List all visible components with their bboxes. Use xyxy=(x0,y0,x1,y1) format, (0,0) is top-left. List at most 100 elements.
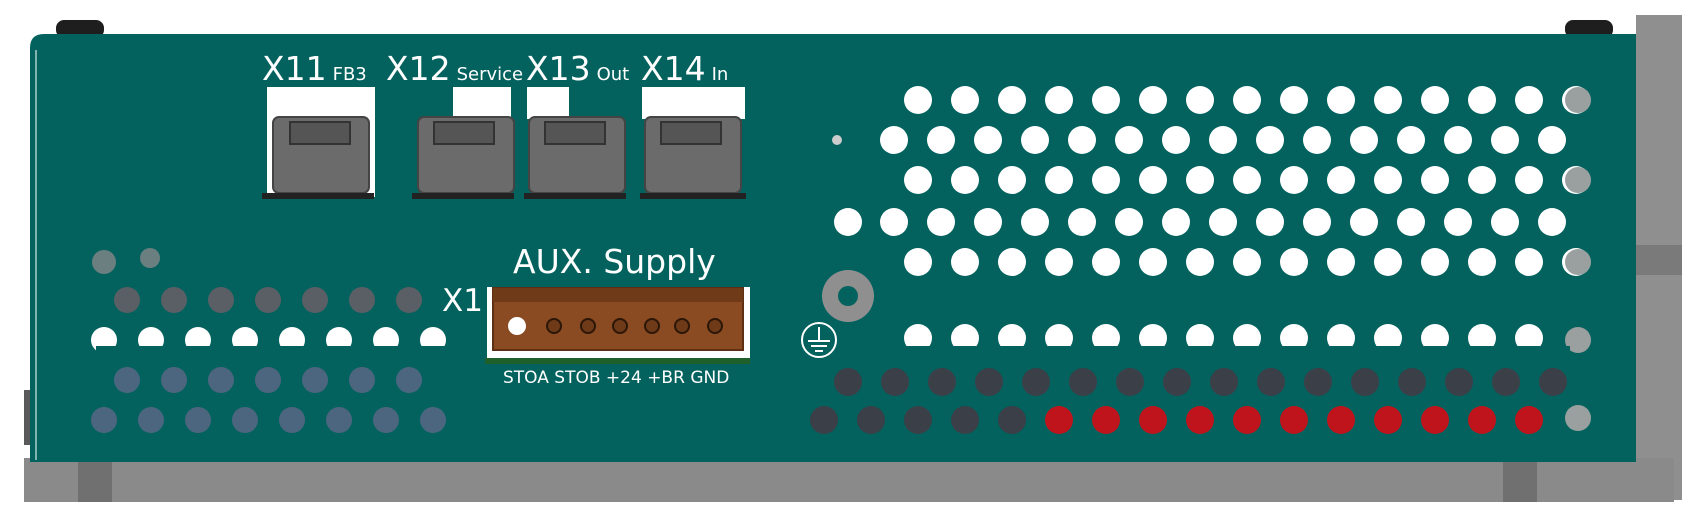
vent-hole-dark xyxy=(975,368,1003,396)
connector-id: X13 xyxy=(526,49,591,88)
ground-icon xyxy=(801,322,837,358)
vent-hole-dark xyxy=(928,368,956,396)
vent-hole xyxy=(1374,166,1402,194)
connector-id: X14 xyxy=(641,49,706,88)
board-edge xyxy=(96,346,456,360)
vent-hole xyxy=(1139,86,1167,114)
vent-hole-dark xyxy=(302,287,328,313)
vent-hole xyxy=(834,208,862,236)
vent-hole-dark xyxy=(998,406,1026,434)
vent-hole-blue xyxy=(185,407,211,433)
connector-x14-housing xyxy=(640,87,746,199)
vent-hole xyxy=(927,126,955,154)
vent-hole xyxy=(880,126,908,154)
vent-hole-blue xyxy=(373,407,399,433)
vent-hole-dark xyxy=(881,368,909,396)
vent-hole-edge xyxy=(1565,405,1591,431)
connector-sub: Out xyxy=(596,64,630,85)
vent-hole xyxy=(951,248,979,276)
vent-hole-dark xyxy=(161,287,187,313)
connector-sub: Service xyxy=(456,64,524,85)
vent-hole-red xyxy=(1280,406,1308,434)
vent-hole-dark xyxy=(1116,368,1144,396)
vent-hole xyxy=(1515,86,1543,114)
vent-hole xyxy=(1280,248,1308,276)
vent-hole xyxy=(951,86,979,114)
vent-hole xyxy=(1115,208,1143,236)
vent-hole xyxy=(951,166,979,194)
vent-hole xyxy=(1162,208,1190,236)
vent-hole-blue xyxy=(91,407,117,433)
vent-hole xyxy=(1092,166,1120,194)
aux-pin-labels: STOA STOB +24 +BR GND xyxy=(503,368,730,388)
vent-hole xyxy=(1468,166,1496,194)
vent-hole xyxy=(1280,166,1308,194)
vent-hole-partial xyxy=(904,324,932,352)
vent-hole-dark xyxy=(1492,368,1520,396)
vent-hole xyxy=(1444,126,1472,154)
vent-hole-dark xyxy=(1257,368,1285,396)
vent-hole-partial xyxy=(1374,324,1402,352)
vent-hole xyxy=(1374,86,1402,114)
vent-hole xyxy=(998,166,1026,194)
vent-hole xyxy=(1374,248,1402,276)
vent-hole-red xyxy=(1468,406,1496,434)
vent-hole-blue xyxy=(208,367,234,393)
vent-hole xyxy=(1397,208,1425,236)
vent-hole-partial xyxy=(1092,324,1120,352)
aux-terminal-block xyxy=(485,287,750,364)
vent-hole-blue xyxy=(302,367,328,393)
vent-hole xyxy=(974,208,1002,236)
vent-hole-blue xyxy=(138,407,164,433)
vent-hole xyxy=(1350,208,1378,236)
vent-hole xyxy=(1538,208,1566,236)
vent-hole xyxy=(1045,166,1073,194)
terminal-pin xyxy=(707,318,723,334)
vent-hole-edge xyxy=(1565,327,1591,353)
vent-hole xyxy=(1021,208,1049,236)
vent-hole xyxy=(1092,86,1120,114)
terminal-pin xyxy=(508,317,526,335)
top-left-tab xyxy=(56,20,104,38)
vent-hole-partial xyxy=(951,324,979,352)
vent-hole-partial xyxy=(1421,324,1449,352)
vent-hole-red xyxy=(1515,406,1543,434)
vent-hole xyxy=(1186,166,1214,194)
vent-hole-dark xyxy=(857,406,885,434)
connector-id: X11 xyxy=(262,49,327,88)
vent-hole-red xyxy=(1233,406,1261,434)
vent-hole xyxy=(904,166,932,194)
vent-hole xyxy=(1209,208,1237,236)
vent-hole-partial xyxy=(1468,324,1496,352)
vent-hole-partial xyxy=(1186,324,1214,352)
vent-hole xyxy=(1421,166,1449,194)
aux-connector-id: X1 xyxy=(442,283,483,319)
vent-hole xyxy=(880,208,908,236)
vent-hole xyxy=(1491,126,1519,154)
aux-supply-title: AUX. Supply xyxy=(513,242,716,281)
vent-hole xyxy=(1350,126,1378,154)
top-right-tab xyxy=(1565,20,1613,38)
vent-hole-red xyxy=(1092,406,1120,434)
vent-hole-dark xyxy=(1210,368,1238,396)
ventilation-holes xyxy=(91,86,1591,434)
vent-hole xyxy=(1045,86,1073,114)
vent-hole xyxy=(1421,86,1449,114)
vent-hole-dark xyxy=(951,406,979,434)
vent-hole xyxy=(1139,248,1167,276)
connector-x13-housing xyxy=(524,87,626,199)
vent-hole xyxy=(1021,126,1049,154)
vent-hole-red xyxy=(1421,406,1449,434)
vent-hole-partial xyxy=(1327,324,1355,352)
vent-hole-dark xyxy=(396,287,422,313)
vent-hole xyxy=(1515,166,1543,194)
right-frame-shade xyxy=(1636,245,1682,275)
vent-hole-blue xyxy=(279,407,305,433)
vent-hole xyxy=(1233,166,1261,194)
vent-hole xyxy=(1256,208,1284,236)
vent-hole xyxy=(927,208,955,236)
